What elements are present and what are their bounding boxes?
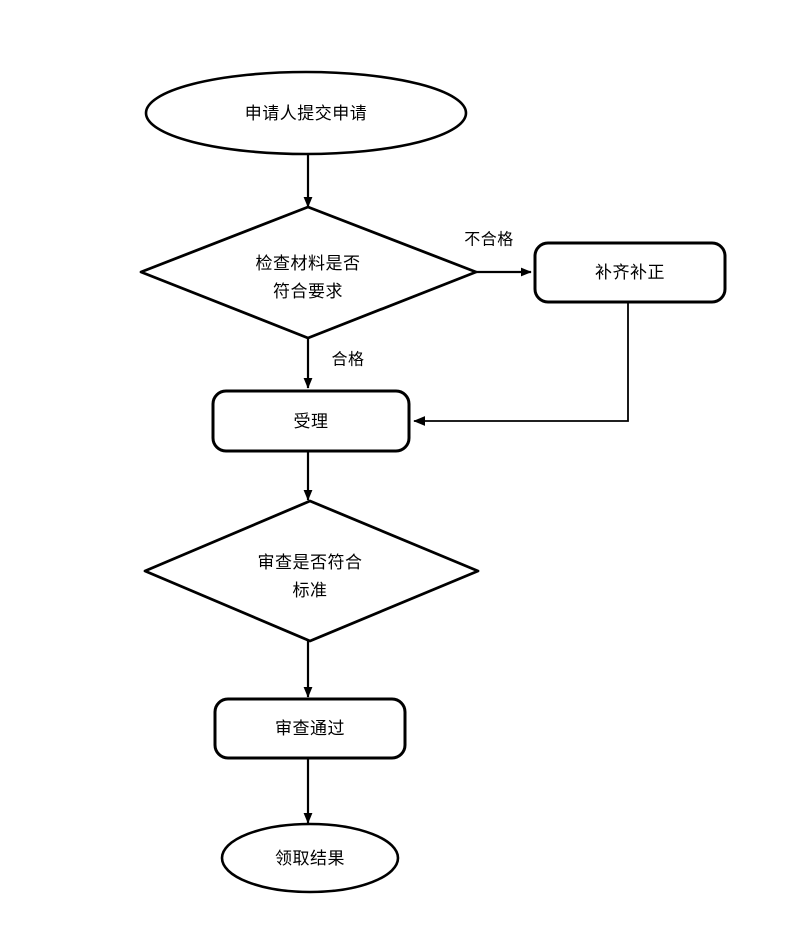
edge-label-fail: 不合格 <box>464 230 514 249</box>
supplement-rect-shape <box>533 241 727 304</box>
node-supplement[interactable]: 补齐补正 <box>533 241 727 304</box>
review-passed-label: 审查通过 <box>275 719 345 739</box>
review-standard-diamond-shape <box>143 499 480 643</box>
review-passed-rect-shape <box>213 697 407 760</box>
review-standard-label-line2: 标准 <box>293 581 328 601</box>
supplement-label: 补齐补正 <box>595 263 665 283</box>
edge-label-pass: 合格 <box>331 350 364 369</box>
collect-result-ellipse-shape <box>220 822 400 894</box>
check-materials-label-line2: 符合要求 <box>273 282 343 302</box>
check-materials-diamond-shape <box>139 205 478 340</box>
accept-rect-shape <box>211 389 411 453</box>
start-ellipse-shape <box>144 70 468 156</box>
start-label: 申请人提交申请 <box>245 104 368 124</box>
node-review-standard[interactable]: 审查是否符合 标准 <box>143 499 480 643</box>
node-accept[interactable]: 受理 <box>211 389 411 453</box>
node-collect-result[interactable]: 领取结果 <box>220 822 400 894</box>
node-check-materials[interactable]: 检查材料是否 符合要求 <box>139 205 478 340</box>
review-standard-label-line1: 审查是否符合 <box>258 553 363 573</box>
accept-label: 受理 <box>294 412 329 432</box>
edge-supplement-to-accept <box>413 303 629 426</box>
collect-result-label: 领取结果 <box>275 849 345 869</box>
connectors-layer <box>303 155 629 824</box>
node-review-passed[interactable]: 审查通过 <box>213 697 407 760</box>
node-start[interactable]: 申请人提交申请 <box>144 70 468 156</box>
check-materials-label-line1: 检查材料是否 <box>256 254 361 274</box>
